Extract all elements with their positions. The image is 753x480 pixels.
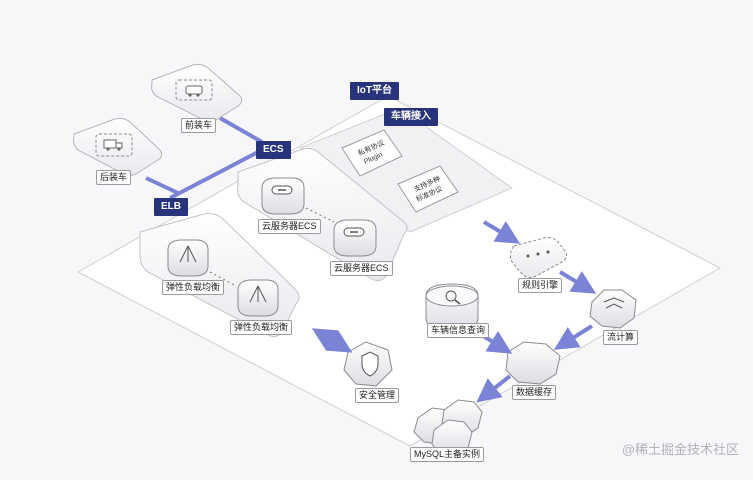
private-protocol-card: 私有协议 Plugin: [341, 129, 403, 177]
stream-compute-label: 流计算: [603, 330, 639, 345]
rear-device-card: [73, 117, 163, 177]
load-balancer-1-label: 弹性负载均衡: [162, 280, 225, 295]
server-icon: [333, 219, 377, 257]
cache-icon: [505, 341, 561, 385]
balancer-icon: [167, 239, 209, 277]
rear-device-label: 后装车: [96, 170, 132, 185]
stream-icon: [589, 289, 637, 329]
vehicle-info-query-label: 车辆信息查询: [427, 323, 490, 338]
arrow-protocol-to-rule: [482, 220, 521, 244]
truck-icon: [103, 139, 123, 151]
load-balancer-2-label: 弹性负载均衡: [230, 320, 293, 335]
data-cache-label: 数据缓存: [512, 385, 557, 400]
arrow-security-elb: [311, 328, 353, 353]
car-icon: [185, 85, 203, 97]
ecs-server-2-label: 云服务器ECS: [330, 261, 393, 276]
balancer-icon: [237, 279, 279, 317]
arrow-rule-to-stream: [558, 270, 597, 294]
elb-tag: ELB: [154, 198, 188, 216]
device-to-ecs-line: [169, 148, 263, 200]
standard-protocol-card: 支持多种 标准协议: [397, 165, 459, 213]
arrow-cache-to-mysql: [476, 374, 512, 403]
security-label: 安全管理: [355, 388, 400, 403]
search-icon: [425, 283, 479, 331]
vehicle-access-tag: 车辆接入: [384, 108, 438, 126]
arrow-stream-to-cache: [553, 324, 594, 350]
watermark: @稀土掘金技术社区: [621, 442, 739, 457]
ecs-dotted-link: [305, 207, 335, 223]
rule-engine-label: 规则引擎: [518, 278, 563, 293]
iot-platform-tag: IoT平台: [350, 82, 399, 100]
ecs-server-1-label: 云服务器ECS: [258, 219, 321, 234]
mysql-instance-label: MySQL主备实例: [410, 447, 485, 462]
front-device-card: [151, 63, 243, 123]
ecs-tag: ECS: [256, 141, 291, 159]
shield-icon: [343, 341, 393, 387]
device-link-rear: [145, 176, 179, 195]
rule-engine-icon: [509, 237, 567, 279]
server-icon: [261, 177, 305, 215]
device-link-front: [219, 116, 263, 144]
front-device-label: 前装车: [181, 118, 217, 133]
